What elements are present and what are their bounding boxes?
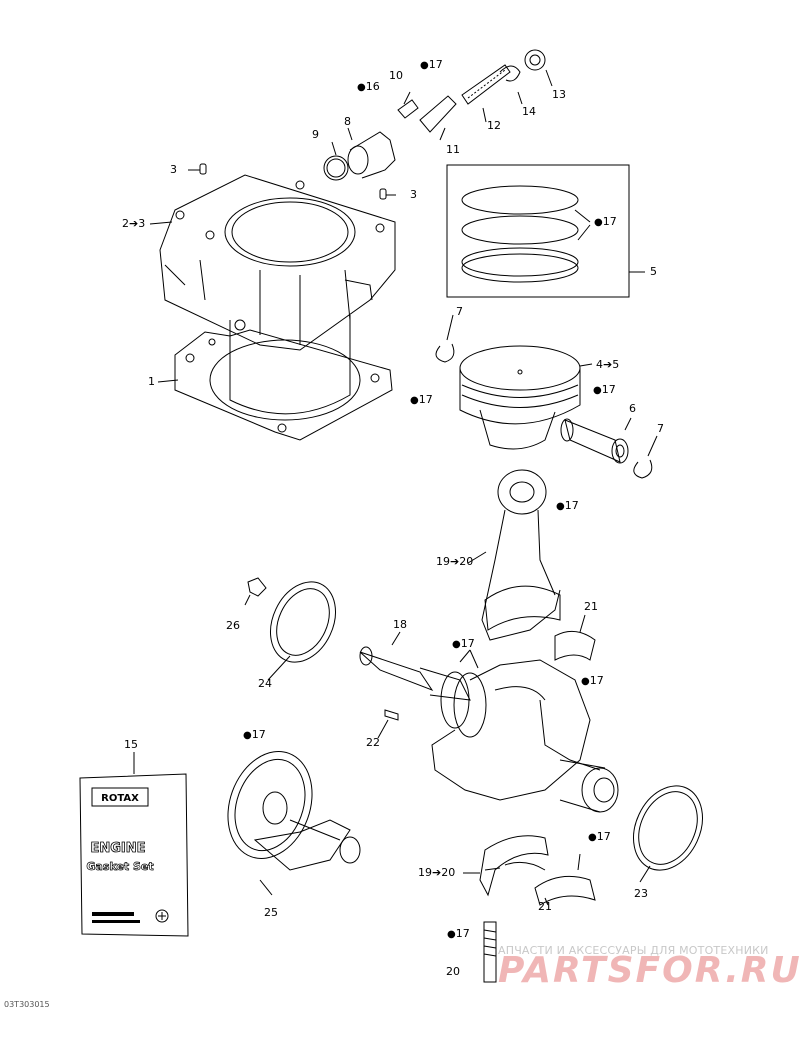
dowel-pins <box>188 163 396 200</box>
bearing-shell-upper <box>554 614 596 661</box>
gasket-ring <box>270 581 336 663</box>
callout-23: 23 <box>634 887 648 900</box>
callout-21a: 21 <box>584 600 598 613</box>
callout-12: 12 <box>487 119 501 132</box>
callout-2-3: 2➔3 <box>122 217 146 230</box>
callout-6: 6 <box>629 402 636 415</box>
rotax-logo-text: ROTAX <box>101 793 139 804</box>
callout-26: 26 <box>226 619 240 632</box>
callout-10: 10 <box>389 69 403 82</box>
callout-7b: 7 <box>657 422 664 435</box>
callout-20: 20 <box>446 965 460 978</box>
callout-25: 25 <box>264 906 278 919</box>
plug <box>244 577 267 606</box>
woodruff-key <box>384 709 399 721</box>
lube-mark-17f: ●17 <box>452 637 475 651</box>
tensioner-assembly <box>323 49 546 181</box>
crankshaft <box>359 646 619 813</box>
packet-title-line1: ENGINE <box>90 841 145 856</box>
base-gasket <box>174 329 393 441</box>
callout-8: 8 <box>344 115 351 128</box>
lube-mark-17e: ●17 <box>556 499 579 513</box>
circlips <box>435 314 658 479</box>
gasket-set-packet: ROTAX ENGINE Gasket Set <box>79 773 189 937</box>
balance-shaft <box>227 751 361 896</box>
lube-mark-17b: ●17 <box>594 215 617 229</box>
lube-mark-17a: ●17 <box>420 58 443 72</box>
lube-mark-17g: ●17 <box>581 674 604 688</box>
oil-drop-icon: ● <box>593 385 602 396</box>
packet-title-line2: Gasket Set <box>86 860 153 873</box>
connecting-rod <box>481 469 561 641</box>
oil-drop-icon: ● <box>410 395 419 406</box>
oil-drop-icon: ● <box>556 501 565 512</box>
oil-drop-icon: ● <box>243 730 252 741</box>
piston-pin <box>560 418 629 464</box>
lube-mark-17j: ●17 <box>447 927 470 941</box>
watermark-tagline: АПЧАСТИ И АКСЕССУАРЫ ДЛЯ МОТОТЕХНИКИ <box>498 944 769 957</box>
oil-drop-icon: ● <box>357 82 366 93</box>
oil-drop-icon: ● <box>594 217 603 228</box>
callout-13: 13 <box>552 88 566 101</box>
lube-mark-17d: ●17 <box>593 383 616 397</box>
lube-mark-17h: ●17 <box>243 728 266 742</box>
oil-drop-icon: ● <box>588 832 597 843</box>
rod-bolt <box>483 921 497 983</box>
oil-drop-icon: ● <box>452 639 461 650</box>
piston <box>459 345 581 450</box>
diagram-part-code: 03T303015 <box>4 1000 50 1009</box>
callout-19-20a: 19➔20 <box>436 555 474 568</box>
callout-11: 11 <box>446 143 460 156</box>
leader-lines <box>133 69 651 906</box>
callout-9: 9 <box>312 128 319 141</box>
cylinder <box>159 174 396 415</box>
callout-15: 15 <box>124 738 138 751</box>
piston-rings-box <box>446 164 645 298</box>
callout-24: 24 <box>258 677 272 690</box>
callout-22: 22 <box>366 736 380 749</box>
oil-drop-icon: ● <box>581 676 590 687</box>
oil-drop-icon: ● <box>447 929 456 940</box>
callout-3a: 3 <box>170 163 177 176</box>
callout-3b: 3 <box>410 188 417 201</box>
callout-5: 5 <box>650 265 657 278</box>
callout-14: 14 <box>522 105 536 118</box>
oil-drop-icon: ● <box>420 60 429 71</box>
lube-mark-17i: ●17 <box>588 830 611 844</box>
callout-4-5: 4➔5 <box>596 358 620 371</box>
callout-7a: 7 <box>456 305 463 318</box>
callout-1: 1 <box>148 375 155 388</box>
thrust-washer <box>633 785 703 871</box>
lube-mark-16: ●16 <box>357 80 380 94</box>
callout-18: 18 <box>393 618 407 631</box>
watermark-logo: PARTSFOR.RU <box>498 950 800 991</box>
bearing-shell-lower <box>534 853 596 906</box>
callout-19-20b: 19➔20 <box>418 866 456 879</box>
lube-mark-17c: ●17 <box>410 393 433 407</box>
callout-21b: 21 <box>538 900 552 913</box>
rod-cap <box>479 835 549 897</box>
